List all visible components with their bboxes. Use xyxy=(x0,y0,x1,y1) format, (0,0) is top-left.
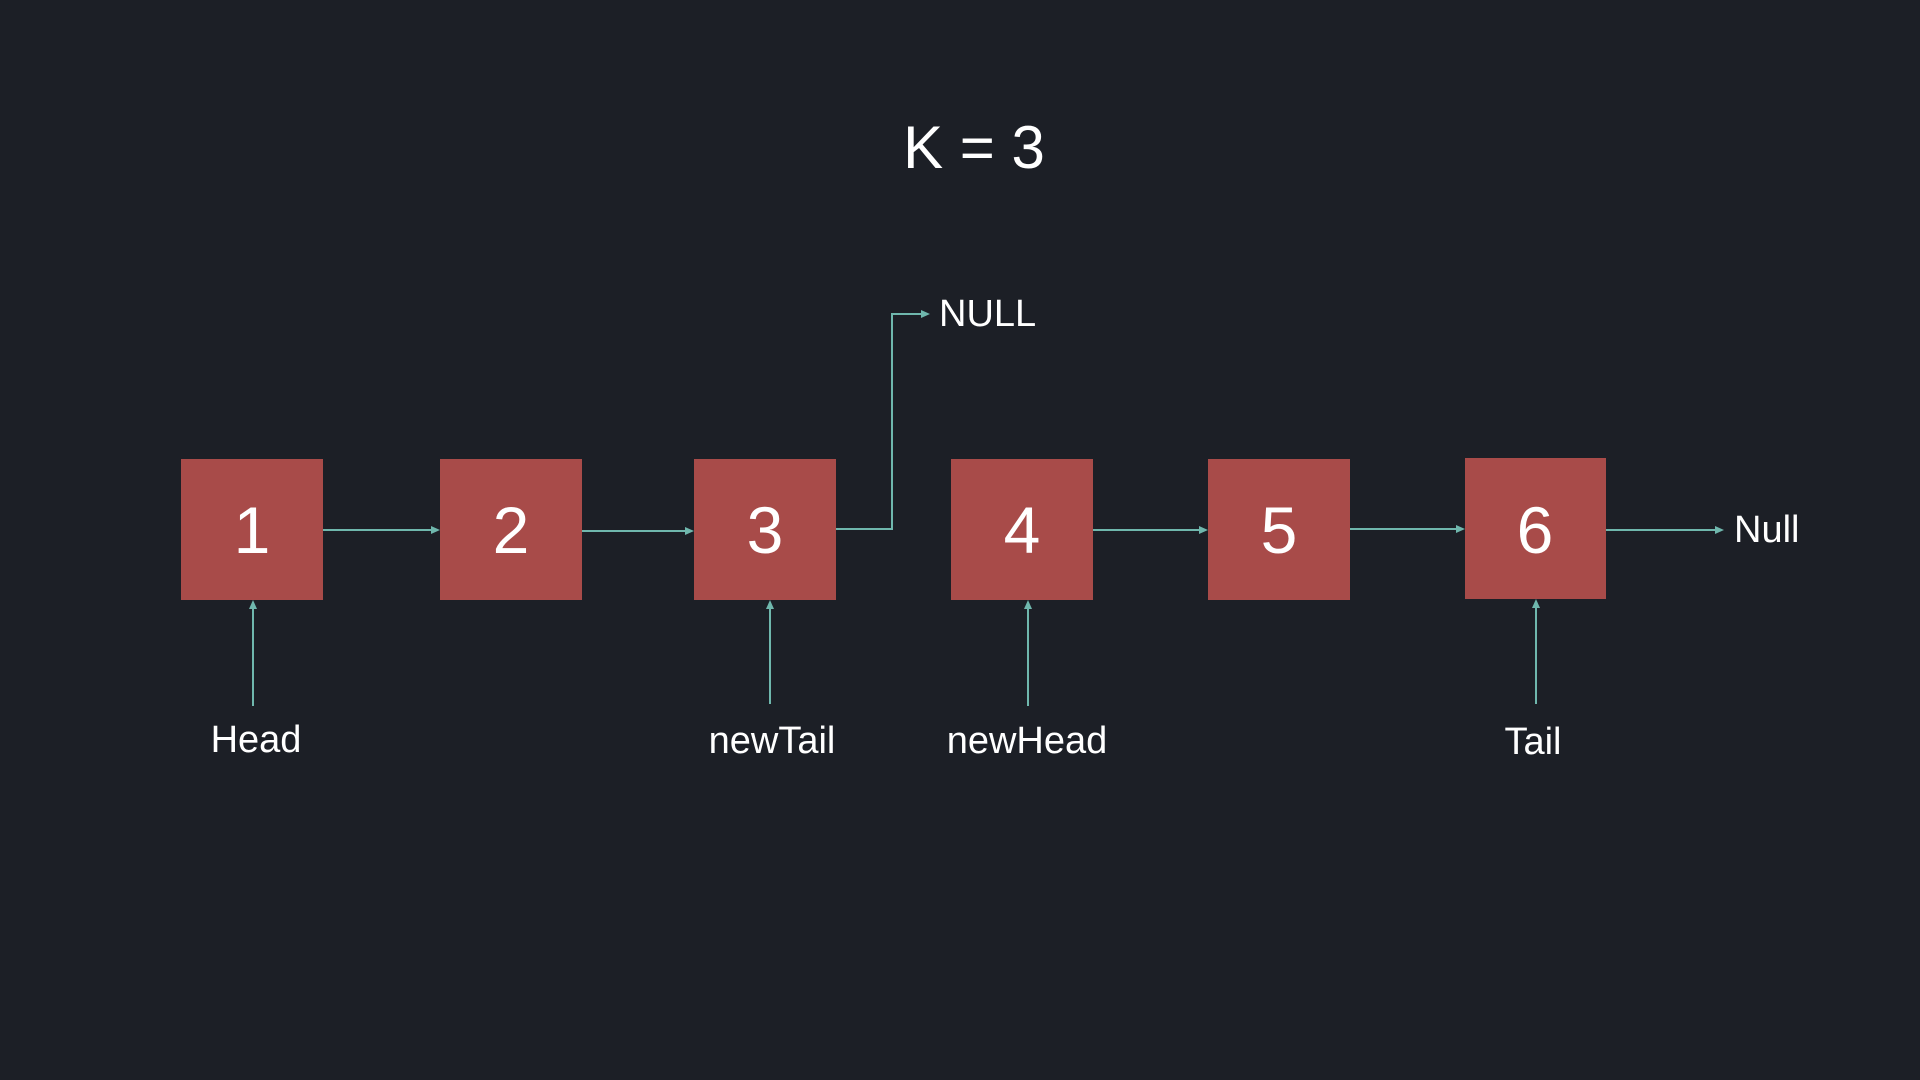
list-node: 2 xyxy=(440,459,582,600)
node-value: 5 xyxy=(1261,493,1298,567)
node-value: 6 xyxy=(1517,493,1554,567)
list-node: 1 xyxy=(181,459,323,600)
pointer-new-head: newHead xyxy=(947,600,1108,762)
arrow-head-icon xyxy=(921,310,930,318)
arrow-head-icon xyxy=(1199,526,1208,534)
pointer-head: Head xyxy=(211,600,302,761)
node-box xyxy=(1208,459,1350,600)
node-value: 2 xyxy=(493,493,530,567)
next-arrow xyxy=(323,526,440,534)
arrow-head-icon xyxy=(1532,599,1540,608)
arrow-head-icon xyxy=(685,527,694,535)
list-node: 6 xyxy=(1465,458,1606,599)
slide-title: K = 3 xyxy=(903,114,1045,181)
node-value: 4 xyxy=(1004,493,1041,567)
node-box xyxy=(1465,458,1606,599)
node-box xyxy=(951,459,1093,600)
pointer-label: Tail xyxy=(1504,721,1561,763)
arrow-head-icon xyxy=(249,600,257,609)
arrow-head-icon xyxy=(431,526,440,534)
node-box xyxy=(694,459,836,600)
pointer-tail: Tail xyxy=(1504,599,1562,763)
list-node: 3 xyxy=(694,459,836,600)
node-box xyxy=(440,459,582,600)
list-node: 5 xyxy=(1208,459,1350,600)
arrow-head-icon xyxy=(1456,525,1465,533)
next-arrow xyxy=(1350,525,1465,533)
next-arrow xyxy=(582,527,694,535)
node-value: 1 xyxy=(234,493,271,567)
arrow-head-icon xyxy=(1024,600,1032,609)
pointer-new-tail: newTail xyxy=(709,600,836,762)
arrow-line xyxy=(836,313,922,530)
null-upper-label: NULL xyxy=(939,293,1036,335)
break-arrow-to-null xyxy=(836,310,930,530)
null-end-label: Null xyxy=(1734,509,1799,551)
pointer-label: newHead xyxy=(947,720,1108,762)
list-node: 4 xyxy=(951,459,1093,600)
tail-arrow-to-null xyxy=(1606,526,1724,534)
node-box xyxy=(181,459,323,600)
next-arrow xyxy=(1093,526,1208,534)
pointer-label: Head xyxy=(211,719,302,761)
arrow-head-icon xyxy=(1715,526,1724,534)
arrow-head-icon xyxy=(766,600,774,609)
node-value: 3 xyxy=(747,493,784,567)
pointer-label: newTail xyxy=(709,720,836,762)
